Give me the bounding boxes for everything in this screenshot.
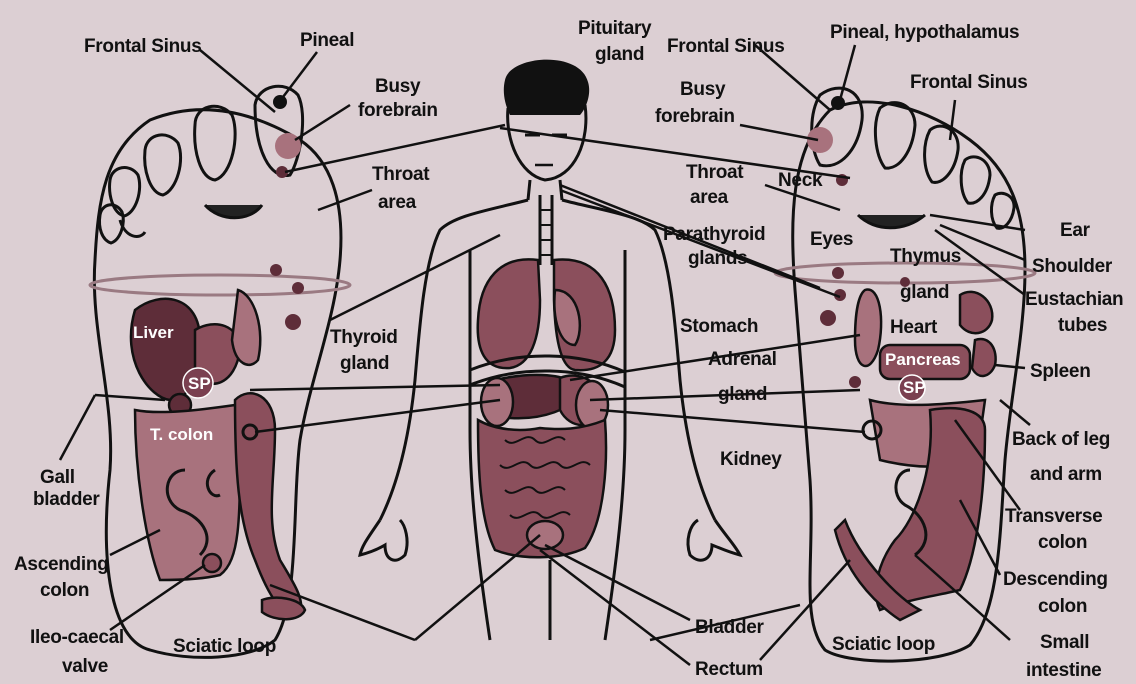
label-rectum: Rectum xyxy=(695,659,763,680)
label-adrenal-2: gland xyxy=(718,384,767,405)
label-busy-left-2: forebrain xyxy=(358,100,438,121)
label-frontal-sinus-right: Frontal Sinus xyxy=(910,72,1028,93)
label-pituitary-2: gland xyxy=(595,44,644,65)
label-busy-right-2: forebrain xyxy=(655,106,735,127)
label-ileo-2: valve xyxy=(62,656,108,677)
label-bladder: Bladder xyxy=(695,617,765,638)
label-eustachian-1: Eustachian xyxy=(1025,289,1123,310)
label-back-leg-1: Back of leg xyxy=(1012,429,1110,450)
label-pineal-left: Pineal xyxy=(300,30,354,51)
label-descending-2: colon xyxy=(1038,596,1087,617)
label-sciatic-left: Sciatic loop xyxy=(173,636,276,657)
label-small-int-1: Small xyxy=(1040,632,1089,653)
label-throat-right-2: area xyxy=(690,187,729,208)
label-ear: Ear xyxy=(1060,220,1091,241)
label-shoulder: Shoulder xyxy=(1032,256,1113,277)
label-ileo-1: Ileo-caecal xyxy=(30,627,124,648)
label-liver: Liver xyxy=(133,323,174,342)
label-pineal-hypothalamus: Pineal, hypothalamus xyxy=(830,22,1019,43)
label-adrenal-1: Adrenal xyxy=(708,349,777,370)
label-ascending-2: colon xyxy=(40,580,89,601)
label-kidney: Kidney xyxy=(720,449,782,470)
label-ascending-1: Ascending xyxy=(14,554,108,575)
label-pancreas: Pancreas xyxy=(885,350,961,369)
label-parathyroid-2: glands xyxy=(688,248,747,269)
label-sp-right: SP xyxy=(903,378,926,397)
label-throat-left-2: area xyxy=(378,192,417,213)
label-small-int-2: intestine xyxy=(1026,660,1101,681)
label-eustachian-2: tubes xyxy=(1058,315,1107,336)
label-busy-right-1: Busy xyxy=(680,79,726,100)
label-thymus-1: Thymus xyxy=(890,246,961,267)
label-t-colon: T. colon xyxy=(150,425,213,444)
label-thyroid-2: gland xyxy=(340,353,389,374)
label-gall-1: Gall xyxy=(40,467,75,488)
label-transverse-2: colon xyxy=(1038,532,1087,553)
label-frontal-sinus-right-top: Frontal Sinus xyxy=(667,36,785,57)
human-figure xyxy=(360,60,740,640)
label-throat-right-1: Throat xyxy=(686,162,744,183)
label-descending-1: Descending xyxy=(1003,569,1108,590)
label-throat-left-1: Throat xyxy=(372,164,430,185)
label-transverse-1: Transverse xyxy=(1005,506,1102,527)
label-sciatic-right: Sciatic loop xyxy=(832,634,935,655)
left-foot xyxy=(90,86,350,657)
label-stomach: Stomach xyxy=(680,316,758,337)
label-thymus-2: gland xyxy=(900,282,949,303)
label-busy-left-1: Busy xyxy=(375,76,421,97)
label-neck: Neck xyxy=(778,170,823,191)
label-gall-2: bladder xyxy=(33,489,100,510)
label-heart: Heart xyxy=(890,317,938,338)
label-back-leg-2: and arm xyxy=(1030,464,1102,485)
label-spleen: Spleen xyxy=(1030,361,1091,382)
label-pituitary-1: Pituitary xyxy=(578,18,652,39)
label-thyroid-1: Thyroid xyxy=(330,327,398,348)
label-sp-left: SP xyxy=(188,374,211,393)
label-parathyroid-1: Parathyroid xyxy=(663,224,765,245)
label-eyes: Eyes xyxy=(810,229,853,250)
label-frontal-sinus-left: Frontal Sinus xyxy=(84,36,202,57)
